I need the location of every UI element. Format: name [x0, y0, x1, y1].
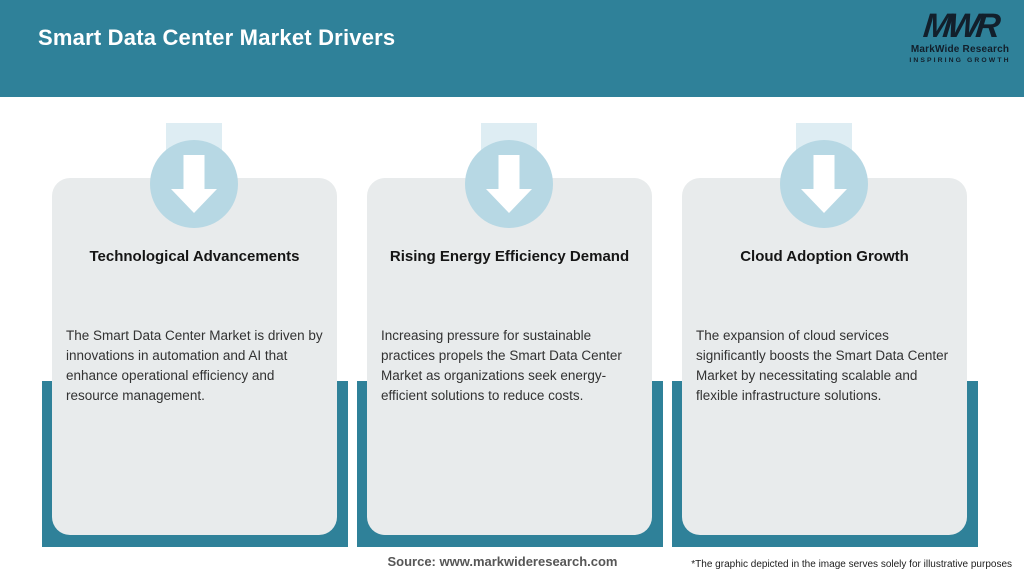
card-title: Technological Advancements: [89, 248, 300, 265]
logo-name: MarkWide Research: [910, 44, 1010, 55]
driver-card: Technological Advancements The Smart Dat…: [52, 178, 337, 535]
page-title: Smart Data Center Market Drivers: [38, 25, 396, 50]
down-arrow-icon: [150, 140, 238, 228]
header-bar: Smart Data Center Market Drivers MWR Mar…: [0, 0, 1024, 97]
card-body-text: The Smart Data Center Market is driven b…: [66, 328, 323, 403]
card-body-text: Increasing pressure for sustainable prac…: [381, 328, 622, 403]
markwide-research-logo: MWR MarkWide Research INSPIRING GROWTH: [906, 7, 1014, 65]
card-title: Rising Energy Efficiency Demand: [389, 248, 630, 265]
source-text: Source: www.markwideresearch.com: [387, 554, 618, 569]
logo-tagline: INSPIRING GROWTH: [909, 57, 1011, 64]
down-arrow-icon: [780, 140, 868, 228]
down-arrow-icon: [465, 140, 553, 228]
mwr-monogram-icon: MWR: [921, 7, 999, 45]
disclaimer-text: *The graphic depicted in the image serve…: [691, 559, 1012, 570]
card-title: Cloud Adoption Growth: [740, 248, 909, 265]
card-body-text: The expansion of cloud services signific…: [696, 328, 949, 403]
driver-card: Rising Energy Efficiency Demand Increasi…: [367, 178, 652, 535]
driver-card: Cloud Adoption Growth The expansion of c…: [682, 178, 967, 535]
